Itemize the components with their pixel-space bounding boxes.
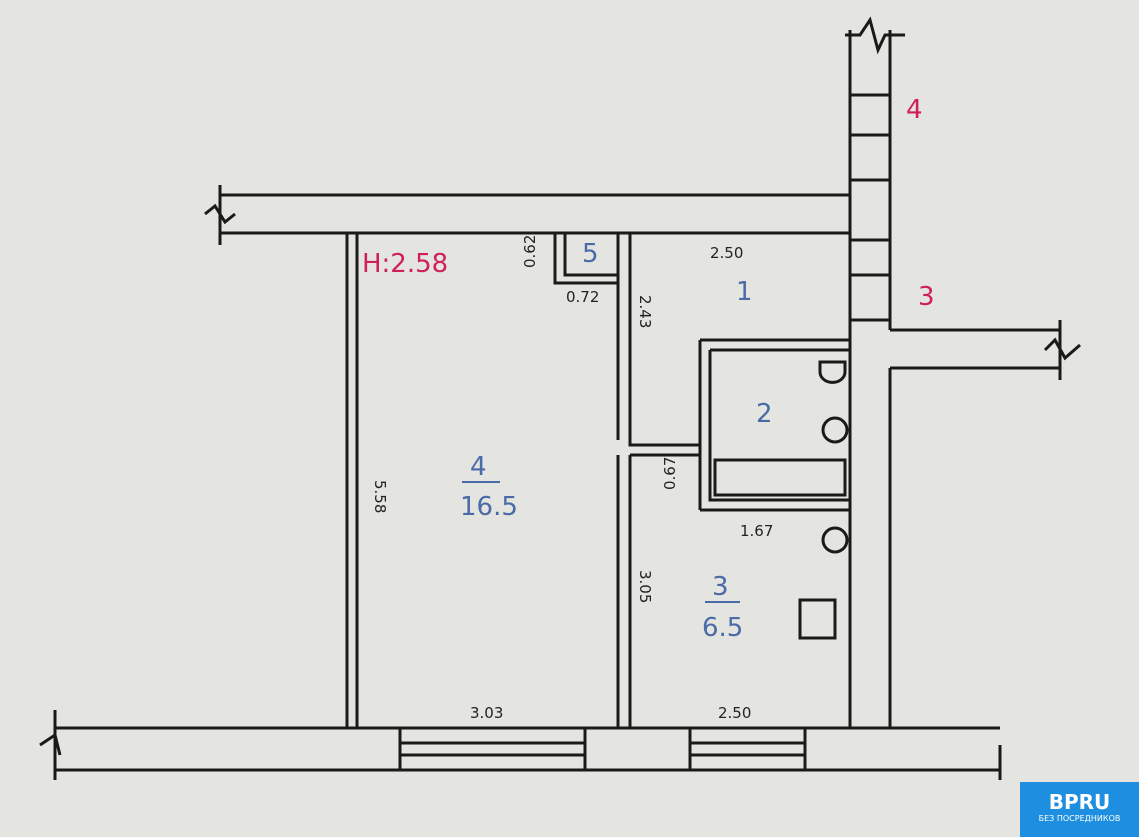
stair-label-4: 4 <box>906 95 923 125</box>
dim-bottom-left: 3.03 <box>470 704 503 722</box>
room-4-area: 16.5 <box>460 492 518 522</box>
room-3-area: 6.5 <box>702 613 743 643</box>
dim-closet-h: 0.62 <box>521 235 539 268</box>
labels: H:2.58 5.58 3.03 2.50 2.50 0.62 0.72 2.4… <box>362 95 935 722</box>
bpru-logo: BPRU БЕЗ ПОСРЕДНИКОВ <box>1020 782 1139 837</box>
room-1-number: 1 <box>736 277 753 307</box>
dim-left-wall: 5.58 <box>371 480 389 513</box>
dim-kitchen-h: 3.05 <box>636 570 654 603</box>
logo-tagline: БЕЗ ПОСРЕДНИКОВ <box>1038 814 1121 823</box>
stair-label-3: 3 <box>918 282 935 312</box>
dim-closet-w: 0.72 <box>566 288 599 306</box>
dim-bottom-right: 2.50 <box>718 704 751 722</box>
dim-bath-w: 1.67 <box>740 522 773 540</box>
dim-bath-gap: 0.67 <box>661 457 679 490</box>
walls <box>39 16 1081 780</box>
dim-hall-h: 2.43 <box>636 295 654 328</box>
ceiling-height: H:2.58 <box>362 249 448 279</box>
logo-name: BPRU <box>1048 790 1111 814</box>
room-5-number: 5 <box>582 239 599 269</box>
room-4-number: 4 <box>470 452 487 482</box>
room-3-number: 3 <box>712 572 729 602</box>
room-2-number: 2 <box>756 399 773 429</box>
dim-top-hall: 2.50 <box>710 244 743 262</box>
